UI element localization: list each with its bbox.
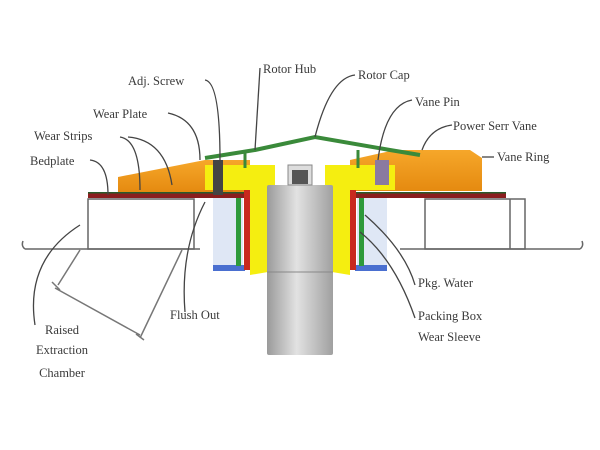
label-rotor-hub: Rotor Hub: [263, 62, 317, 76]
label-vane-pin: Vane Pin: [415, 95, 460, 109]
label-wear-strips: Wear Strips: [34, 129, 93, 143]
leader-lines: [32, 67, 494, 326]
label-flush-out: Flush Out: [170, 308, 220, 322]
adj-screw: [213, 160, 223, 195]
label-adj-screw: Adj. Screw: [128, 74, 185, 88]
rotor-hub: [205, 165, 395, 275]
label-chamber: Chamber: [39, 366, 85, 380]
label-extraction: Extraction: [35, 343, 89, 357]
label-packing-box: Packing Box: [418, 309, 483, 323]
label-wear-sleeve: Wear Sleeve: [418, 330, 481, 344]
label-raised: Raised: [44, 323, 80, 337]
label-pkg-water: Pkg. Water: [418, 276, 474, 290]
packing-box: [213, 190, 387, 271]
vane-pin: [375, 160, 389, 185]
label-wear-plate: Wear Plate: [93, 107, 148, 121]
label-bedplate: Bedplate: [30, 154, 75, 168]
extraction-chamber-right: [400, 198, 584, 250]
label-rotor-cap: Rotor Cap: [358, 68, 410, 82]
shaft: [267, 185, 333, 355]
label-power-serr-vane: Power Serr Vane: [453, 119, 537, 133]
chamber-support-struts: [51, 249, 183, 341]
extraction-chamber-left: [21, 198, 200, 250]
label-vane-ring: Vane Ring: [497, 150, 550, 164]
